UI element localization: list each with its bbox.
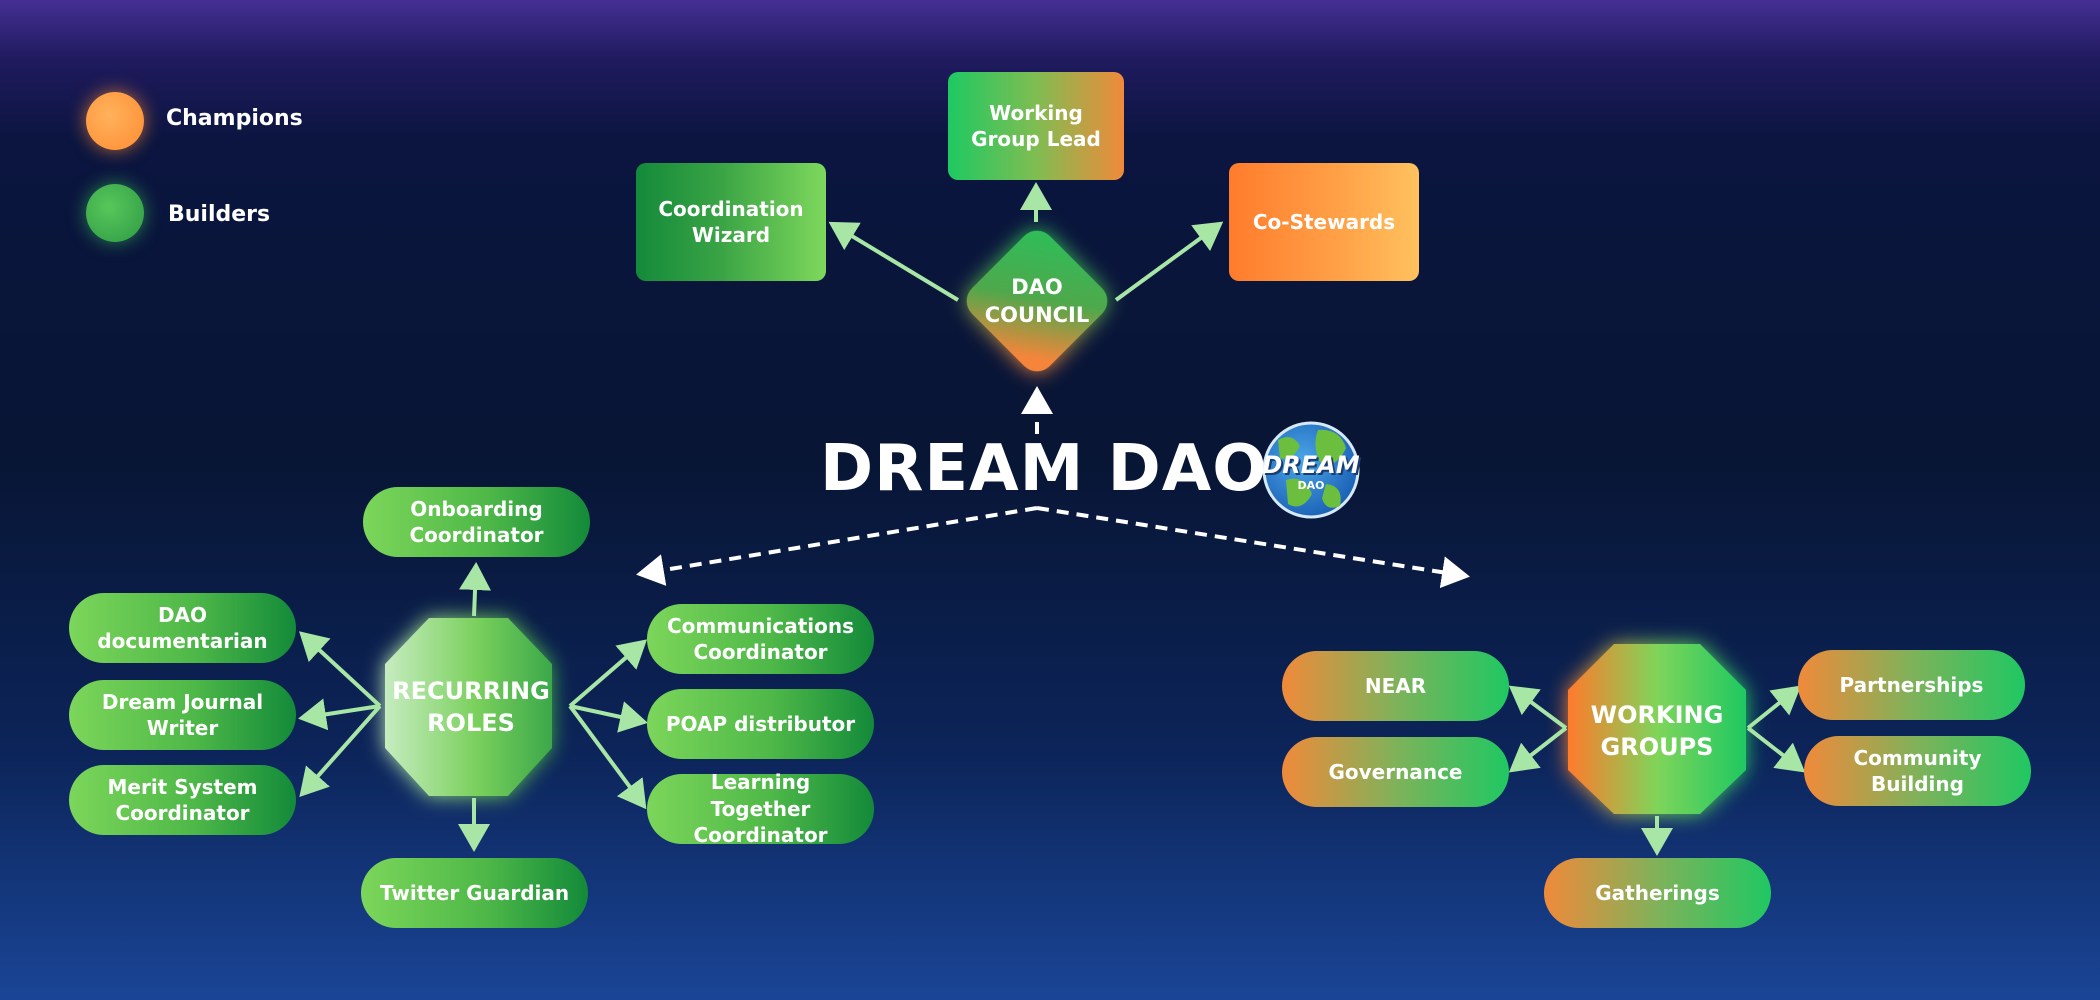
dream-dao-globe-logo	[1262, 421, 1360, 519]
recurring-roles-octagon	[385, 618, 552, 796]
arrow-to-merit-system	[299, 704, 382, 797]
champions-legend-dot	[86, 92, 144, 150]
co-stewards-node: Co-Stewards	[1229, 163, 1419, 281]
builders-legend-label: Builders	[168, 202, 271, 227]
arrow-to-poap	[569, 701, 648, 733]
learning-together-coordinator-node: Learning Together Coordinator	[647, 770, 874, 847]
governance-node: Governance	[1282, 737, 1509, 807]
recurring-roles-label: RECURRING ROLES	[392, 676, 550, 737]
twitter-guardian-node: Twitter Guardian	[361, 858, 588, 928]
communications-coordinator-node: Communications Coordinator	[647, 604, 874, 674]
community-building-node: Community Building	[1804, 736, 2031, 806]
dashed-arrow-to-working-groups	[1036, 506, 1470, 589]
arrow-to-community-building	[1746, 726, 1806, 773]
working-groups-label: WORKING GROUPS	[1590, 700, 1724, 761]
partnerships-node: Partnerships	[1798, 650, 2025, 720]
arrow-to-near	[1508, 685, 1568, 730]
arrow-to-co-stewards	[1114, 221, 1224, 302]
arrow-to-communications	[568, 639, 648, 708]
dream-journal-writer-node: Dream Journal Writer	[69, 680, 296, 750]
onboarding-coordinator-node: Onboarding Coordinator	[363, 487, 590, 557]
arrow-to-partnerships	[1746, 685, 1802, 730]
arrow-to-dream-journal	[298, 698, 381, 731]
merit-system-coordinator-node: Merit System Coordinator	[69, 765, 296, 835]
arrow-to-learning-together	[568, 704, 647, 810]
poap-distributor-node: POAP distributor	[647, 689, 874, 759]
working-groups-octagon	[1568, 644, 1746, 814]
coordination-wizard-node: Coordination Wizard	[636, 163, 826, 281]
arrow-to-governance	[1508, 726, 1568, 773]
dashed-arrow-to-recurring-roles	[636, 506, 1038, 586]
page-title: DREAM DAO	[820, 432, 1268, 506]
logo-subtext: DAO	[1297, 478, 1325, 492]
arrow-to-coordination-wizard	[828, 221, 960, 302]
arrow-to-onboarding	[459, 562, 492, 617]
dao-council-diamond	[966, 230, 1108, 372]
champions-legend-label: Champions	[166, 106, 303, 131]
builders-legend-dot	[86, 184, 144, 242]
near-node: NEAR	[1282, 651, 1509, 721]
working-group-lead-node: Working Group Lead	[948, 72, 1124, 180]
arrow-to-dao-documentarian	[299, 631, 382, 708]
logo-text: DREAM	[1262, 451, 1360, 479]
dao-council-label: DAO COUNCIL	[984, 274, 1090, 327]
dao-documentarian-node: DAO documentarian	[69, 593, 296, 663]
gatherings-node: Gatherings	[1544, 858, 1771, 928]
